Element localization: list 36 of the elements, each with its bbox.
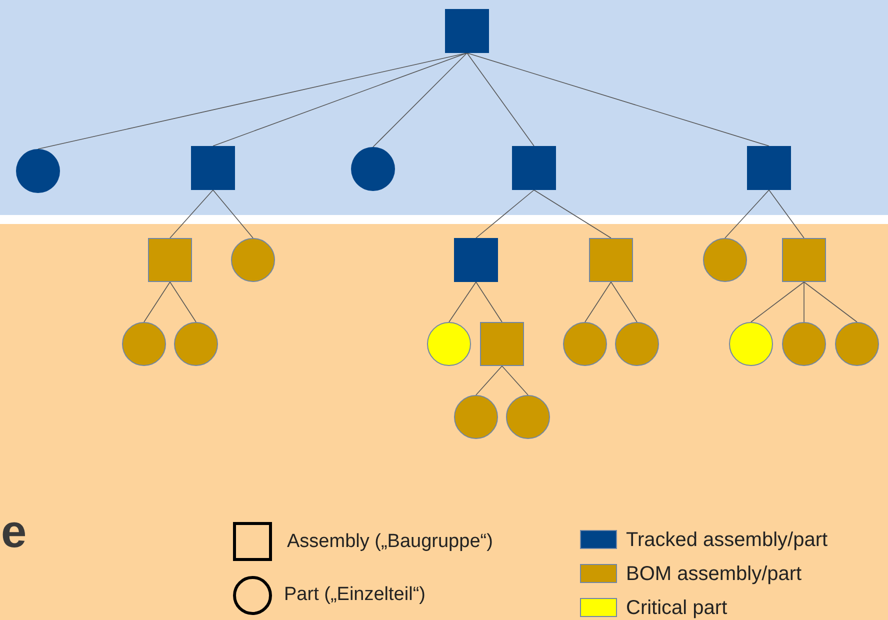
connector-line — [610, 282, 638, 322]
assembly-square — [589, 238, 633, 282]
connector-line — [750, 282, 804, 322]
connector-line — [38, 52, 468, 150]
connector-line — [212, 190, 254, 238]
connector-line — [768, 190, 804, 238]
connector-line — [212, 52, 468, 146]
connector-line — [804, 282, 858, 322]
legend-label: Assembly („Baugruppe“) — [287, 532, 493, 551]
assembly-square — [445, 9, 489, 53]
connector-line — [170, 190, 214, 238]
assembly-square — [782, 238, 826, 282]
connector-line — [466, 52, 770, 146]
assembly-square — [512, 146, 556, 190]
assembly-square — [747, 146, 791, 190]
assembly-square — [148, 238, 192, 282]
connector-line — [724, 190, 770, 238]
connector-line — [466, 52, 534, 146]
connector-line — [476, 190, 534, 238]
legend-label: Critical part — [626, 598, 728, 618]
assembly-square — [454, 238, 498, 282]
connector-line — [372, 52, 468, 148]
legend-label: Tracked assembly/part — [626, 530, 828, 550]
legend-label: BOM assembly/part — [626, 564, 802, 584]
connector-line — [448, 282, 476, 322]
connector-line — [502, 366, 528, 396]
connector-line — [534, 190, 612, 238]
connector-line — [476, 282, 502, 322]
legend-label: Part („Einzelteil“) — [284, 585, 426, 604]
connector-line — [584, 282, 612, 322]
connector-line — [476, 366, 502, 396]
connector-line — [170, 282, 196, 322]
cut-off-text: e — [1, 508, 27, 554]
connector-line — [144, 282, 170, 322]
assembly-square — [191, 146, 235, 190]
assembly-square — [480, 322, 524, 366]
